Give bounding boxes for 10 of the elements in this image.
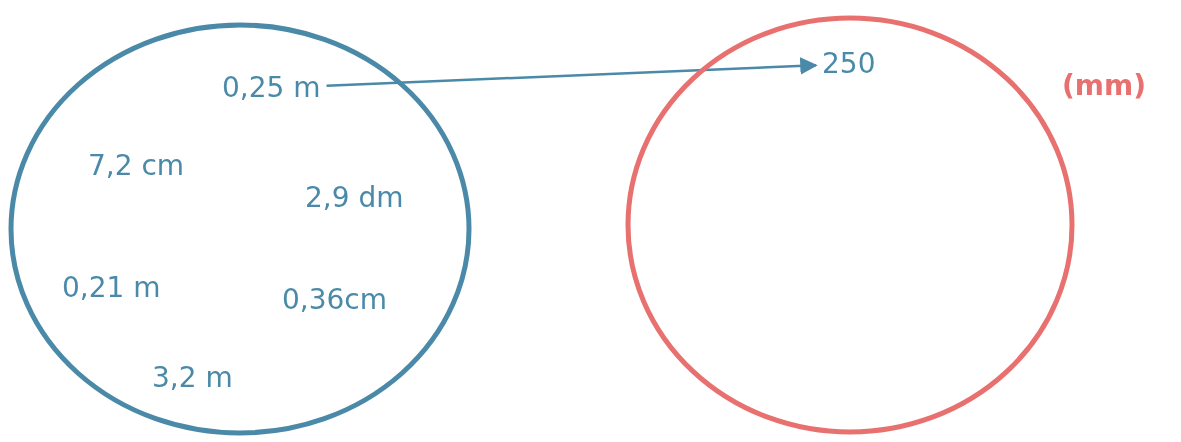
measurement-value: 0,25 m: [222, 72, 321, 104]
hand-drawn-circle: [8, 22, 472, 436]
measurement-value: 7,2 cm: [88, 150, 185, 182]
arrow: [326, 57, 818, 87]
measurement-value: 3,2 m: [152, 362, 233, 394]
measurement-value: 2,9 dm: [305, 182, 404, 214]
measurement-value: 0,21 m: [62, 272, 161, 304]
measurement-value: 250: [822, 48, 876, 80]
measurement-value: 0,36cm: [282, 284, 387, 316]
unit-label: (mm): [1062, 70, 1146, 102]
